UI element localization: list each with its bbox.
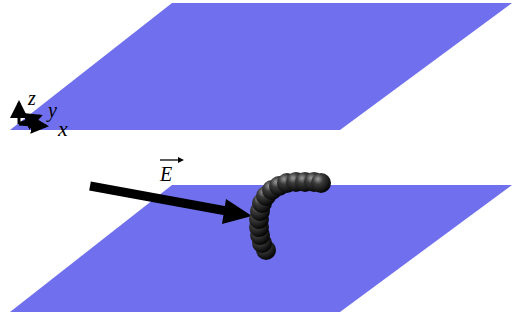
axis-label: x bbox=[58, 118, 68, 140]
particle bbox=[311, 173, 331, 193]
bottom-plane bbox=[10, 185, 512, 312]
particle-chain bbox=[249, 172, 331, 260]
top-plane bbox=[10, 3, 512, 130]
field-label: E bbox=[160, 164, 172, 184]
axis-label: z bbox=[28, 88, 36, 108]
axis-label: y bbox=[48, 100, 57, 120]
field-arrow bbox=[90, 157, 252, 224]
